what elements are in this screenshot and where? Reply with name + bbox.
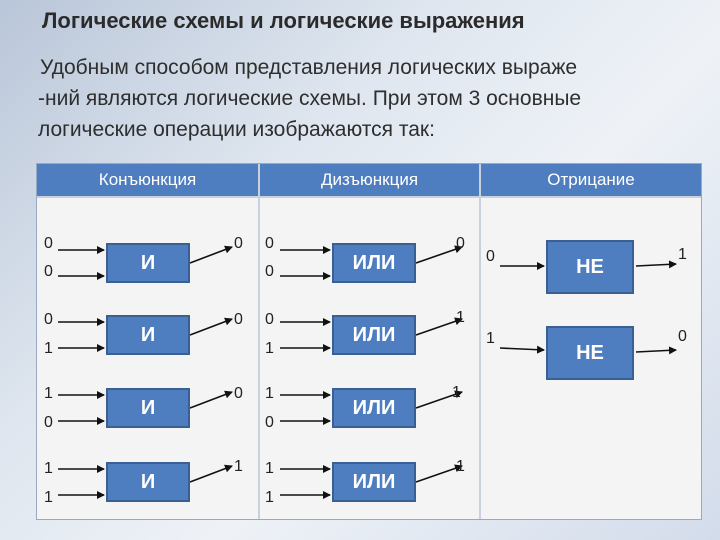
and-input-a: 1: [44, 460, 53, 477]
and-input-b: 0: [44, 414, 53, 431]
and-input-b: 0: [44, 263, 53, 280]
intro-line-2: -ний являются логические схемы. При этом…: [38, 87, 582, 110]
or-output: 1: [452, 384, 461, 401]
and-input-a: 0: [44, 311, 53, 328]
or-input-a: 0: [265, 311, 274, 328]
intro-line-1: Удобным способом представления логически…: [40, 56, 578, 79]
or-output: 1: [456, 458, 465, 475]
not-output: 0: [678, 328, 687, 345]
not-output: 1: [678, 246, 687, 263]
and-gate: И: [106, 388, 190, 428]
and-output: 0: [234, 311, 243, 328]
or-gate: ИЛИ: [332, 315, 416, 355]
or-input-b: 0: [265, 263, 274, 280]
and-input-a: 1: [44, 385, 53, 402]
column-divider: [479, 164, 481, 519]
or-output: 0: [456, 235, 465, 252]
not-input: 0: [486, 248, 495, 265]
or-input-b: 0: [265, 414, 274, 431]
or-input-a: 1: [265, 385, 274, 402]
and-gate: И: [106, 315, 190, 355]
intro-text: Удобным способом представления логически…: [38, 52, 581, 145]
and-input-b: 1: [44, 340, 53, 357]
column-divider: [258, 164, 260, 519]
intro-line-3: логические операции изображаются так:: [38, 118, 435, 141]
and-gate: И: [106, 462, 190, 502]
not-gate: НЕ: [546, 326, 634, 380]
header-divider: [37, 196, 701, 198]
not-input: 1: [486, 330, 495, 347]
or-input-b: 1: [265, 489, 274, 506]
header-negation: Отрицание: [481, 164, 701, 196]
or-gate: ИЛИ: [332, 462, 416, 502]
or-input-b: 1: [265, 340, 274, 357]
header-disjunction: Дизъюнкция: [260, 164, 479, 196]
or-output: 1: [456, 309, 465, 326]
not-gate: НЕ: [546, 240, 634, 294]
or-gate: ИЛИ: [332, 243, 416, 283]
header-conjunction: Конъюнкция: [37, 164, 258, 196]
and-input-a: 0: [44, 235, 53, 252]
and-gate: И: [106, 243, 190, 283]
and-output: 0: [234, 385, 243, 402]
and-output: 1: [234, 458, 243, 475]
or-input-a: 0: [265, 235, 274, 252]
page-title: Логические схемы и логические выражения: [42, 8, 525, 33]
and-input-b: 1: [44, 489, 53, 506]
or-gate: ИЛИ: [332, 388, 416, 428]
or-input-a: 1: [265, 460, 274, 477]
and-output: 0: [234, 235, 243, 252]
